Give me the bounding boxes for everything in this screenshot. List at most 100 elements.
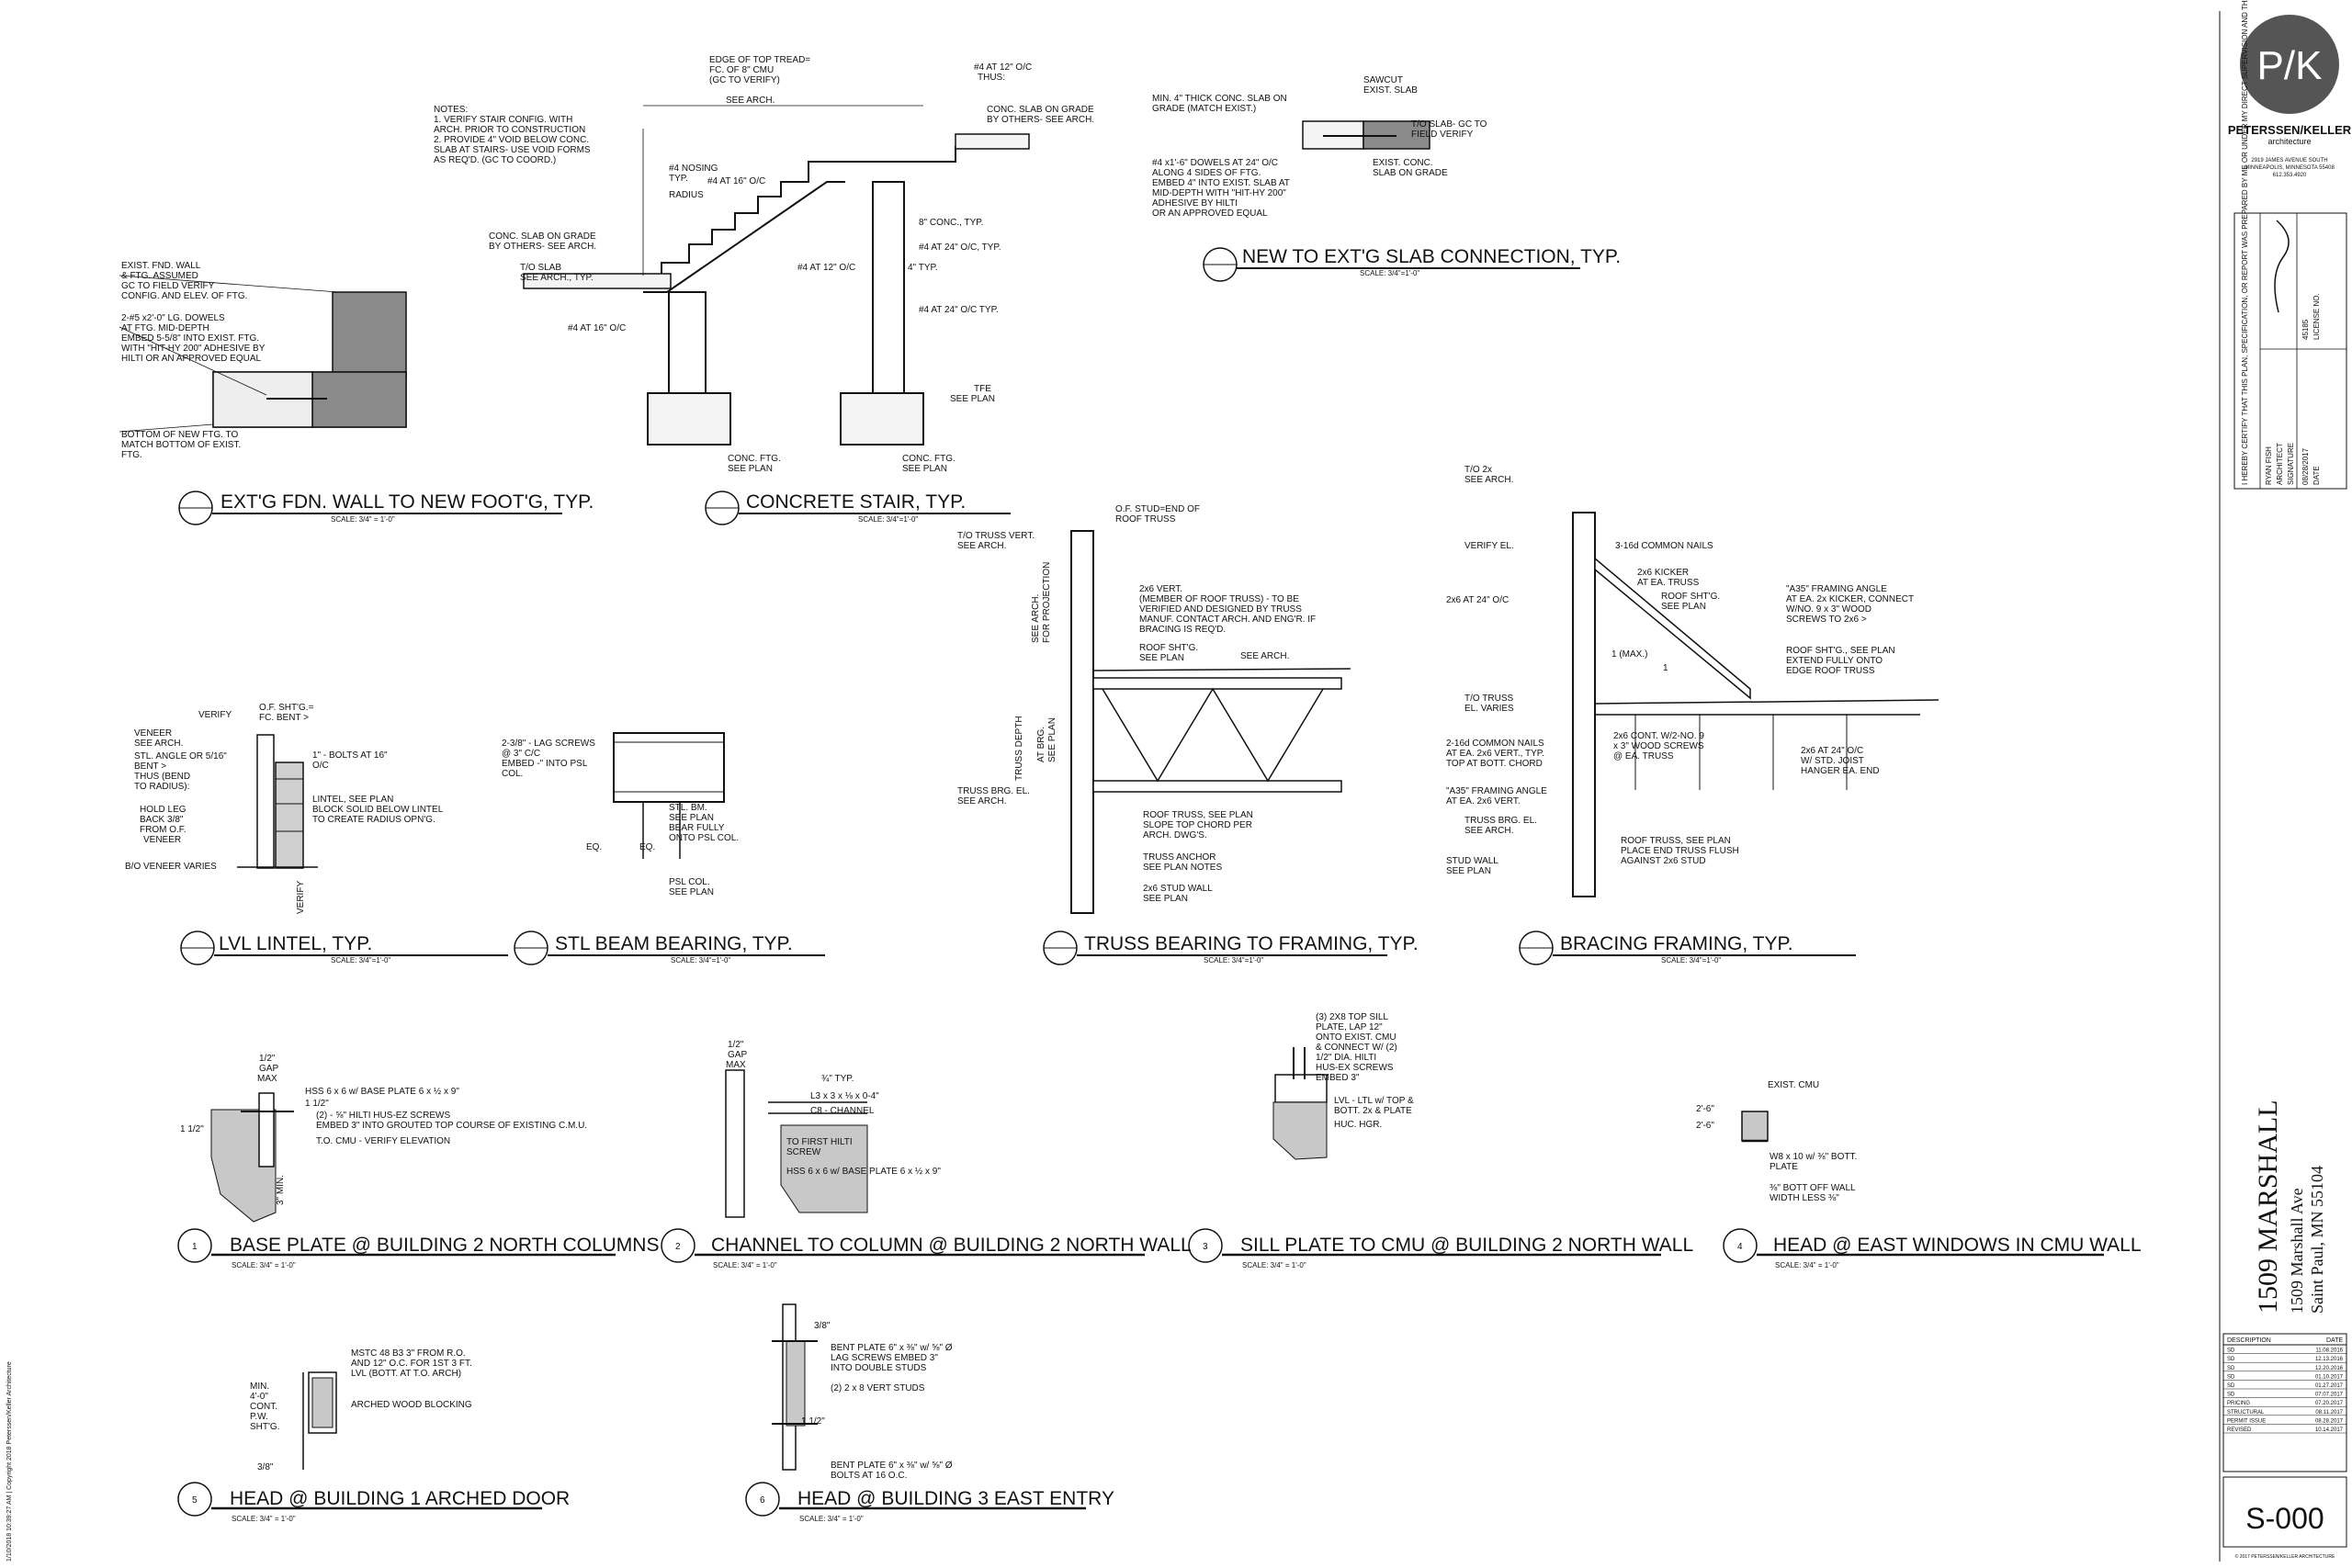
slab-label: EXIST. CONC. (1373, 158, 1433, 168)
stair-label: SEE ARCH., TYP. (520, 273, 594, 283)
stair-label: T/O SLAB (520, 263, 561, 273)
detail-head-arched: MSTC 48 B3 3" FROM R.O. AND 12" O.C. FOR… (177, 1348, 570, 1523)
revision-date: 07.07.2017 (2315, 1393, 2344, 1398)
lintel-label: VENEER (143, 835, 181, 845)
detail-scale-head-entry: SCALE: 3/4" = 1'-0" (799, 1515, 864, 1523)
truss-label: TRUSS ANCHOR (1143, 852, 1216, 863)
beam-label: SEE PLAN (669, 887, 714, 897)
head-east-label: EXIST. CMU (1768, 1080, 1819, 1090)
detail-title-conc-stair: CONCRETE STAIR, TYP. (746, 491, 966, 513)
sill-label: EMBED 3" (1316, 1073, 1360, 1083)
revision-desc: SD (2227, 1357, 2235, 1362)
slab-label: MIN. 4" THICK CONC. SLAB ON (1152, 94, 1287, 104)
lintel-label: SEE ARCH. (134, 739, 183, 749)
bracing-label: STUD WALL (1446, 856, 1498, 866)
bracing-label: 3-16d COMMON NAILS (1615, 541, 1713, 551)
baseplate-label: MAX (257, 1074, 277, 1084)
truss-label: FOR PROJECTION (1042, 562, 1052, 643)
stair-label: #4 AT 16" O/C (707, 176, 765, 186)
stair-label: CONC. SLAB ON GRADE (987, 105, 1094, 115)
channel-label: SCREW (786, 1147, 821, 1157)
stair-label: BY OTHERS- SEE ARCH. (489, 242, 596, 252)
bracing-label: W/NO. 9 x 3" WOOD (1786, 604, 1871, 615)
bracing-label: AT EA. 2x6 VERT., TYP. (1446, 749, 1544, 759)
revision-desc: SD (2227, 1374, 2235, 1380)
head-east-label: 2'-6" (1696, 1121, 1714, 1131)
revision-date: 11.08.2016 (2315, 1348, 2343, 1354)
revision-desc: STRUCTURAL (2227, 1410, 2265, 1416)
slab-label: #4 x1'-6" DOWELS AT 24" O/C (1152, 158, 1278, 168)
detail-title-channel: CHANNEL TO COLUMN @ BUILDING 2 NORTH WAL… (711, 1235, 1192, 1256)
baseplate-label: 1 1/2" (305, 1099, 329, 1109)
stair-label: 4" TYP. (908, 263, 938, 273)
truss-label: SEE ARCH. (957, 796, 1006, 807)
lintel-label: B/O VENEER VARIES (125, 862, 217, 872)
baseplate-label: 1 1/2" (180, 1124, 204, 1134)
entry-label: INTO DOUBLE STUDS (831, 1363, 927, 1373)
bracing-label: 2x6 KICKER (1637, 568, 1689, 578)
arched-label: AND 12" O.C. FOR 1ST 3 FT. (351, 1359, 472, 1369)
stair-label: FC. OF 8" CMU (709, 65, 774, 75)
arched-label: CONT. (250, 1402, 277, 1412)
arched-label: P.W. (250, 1412, 268, 1422)
firm-phone: 612.353.4920 (2273, 173, 2307, 178)
detail-scale-ext-fdn: SCALE: 3/4" = 1'-0" (331, 515, 395, 524)
detail-scale-head-east: SCALE: 3/4" = 1'-0" (1775, 1261, 1839, 1269)
stair-label: EDGE OF TOP TREAD= (709, 55, 810, 65)
bracing-label: x 3" WOOD SCREWS (1613, 741, 1704, 751)
bracing-label: SEE PLAN (1661, 602, 1706, 612)
stair-note-1b: ARCH. PRIOR TO CONSTRUCTION (434, 125, 585, 135)
truss-label: TRUSS BRG. EL. (957, 786, 1030, 796)
beam-label: COL. (502, 769, 523, 779)
certification-text: I HEREBY CERTIFY THAT THIS PLAN, SPECIFI… (2241, 0, 2249, 485)
detail-title-head-entry: HEAD @ BUILDING 3 EAST ENTRY (797, 1488, 1114, 1509)
baseplate-label: GAP (259, 1064, 278, 1074)
detail-title-truss-bearing: TRUSS BEARING TO FRAMING, TYP. (1084, 933, 1419, 954)
slab-label: ALONG 4 SIDES OF FTG. (1152, 168, 1261, 178)
rev-header-date: DATE (2326, 1337, 2343, 1344)
bracing-label: SEE PLAN (1446, 866, 1491, 876)
truss-label: SEE ARCH. (957, 541, 1006, 551)
architect-name: RYAN FISH (2265, 446, 2273, 485)
truss-label: O.F. STUD=END OF (1115, 504, 1200, 514)
stair-label: (GC TO VERIFY) (709, 75, 780, 85)
stair-label: TYP. (669, 174, 688, 184)
license-no: 45185 (2301, 319, 2310, 340)
note-ext-fdn-6: AT FTG. MID-DEPTH (121, 323, 209, 333)
bracing-label: PLACE END TRUSS FLUSH (1621, 846, 1739, 856)
note-ext-fdn-10: BOTTOM OF NEW FTG. TO (121, 430, 238, 440)
beam-label: BEAR FULLY (669, 823, 725, 833)
revision-date: 01.27.2017 (2315, 1383, 2344, 1389)
note-ext-fdn-4: CONFIG. AND ELEV. OF FTG. (121, 291, 247, 301)
bracing-label: 2x6 AT 24" O/C (1446, 595, 1509, 605)
slab-label: SAWCUT (1363, 75, 1403, 85)
stair-note-2a: 2. PROVIDE 4" VOID BELOW CONC. (434, 135, 589, 145)
bracing-label: T/O TRUSS (1464, 694, 1513, 704)
lintel-label: 1" - BOLTS AT 16" (312, 750, 388, 761)
pk-logo (2240, 15, 2339, 114)
baseplate-label: 1/2" (259, 1054, 276, 1064)
entry-label: 1 1/2" (801, 1416, 825, 1427)
revision-date: 08.28.2017 (2315, 1418, 2344, 1424)
detail-title-head-arched: HEAD @ BUILDING 1 ARCHED DOOR (230, 1488, 570, 1509)
beam-label: STL. BM. (669, 803, 707, 813)
bracing-label: @ EA. TRUSS (1613, 751, 1674, 761)
bracing-label: ROOF SHT'G., SEE PLAN (1786, 646, 1895, 656)
revision-date: 12.13.2016 (2315, 1357, 2344, 1362)
revision-date: 08.11.2017 (2315, 1410, 2343, 1416)
project-address-1: 1509 Marshall Ave (2288, 1188, 2306, 1314)
license-label: LICENSE NO. (2312, 293, 2321, 340)
truss-label: MANUF. CONTACT ARCH. AND ENG'R. IF (1139, 615, 1316, 625)
stair-label: THUS: (978, 73, 1005, 83)
lintel-label: FC. BENT > (259, 713, 309, 723)
note-ext-fdn-11: MATCH BOTTOM OF EXIST. (121, 440, 241, 450)
channel-label: L3 x 3 x ⅛ x 0-4" (810, 1091, 879, 1101)
stair-notes-head: NOTES: (434, 105, 468, 115)
entry-label: 3/8" (814, 1321, 831, 1331)
bracing-label: T/O 2x (1464, 465, 1492, 475)
lintel-label: FROM O.F. (140, 825, 187, 835)
stair-label: #4 AT 12" O/C (797, 263, 855, 273)
entry-label: BENT PLATE 6" x ⅜" w/ ⅝" Ø (831, 1343, 953, 1353)
bracing-label: AT EA. TRUSS (1637, 578, 1700, 588)
truss-label: SEE ARCH. (1240, 651, 1289, 661)
